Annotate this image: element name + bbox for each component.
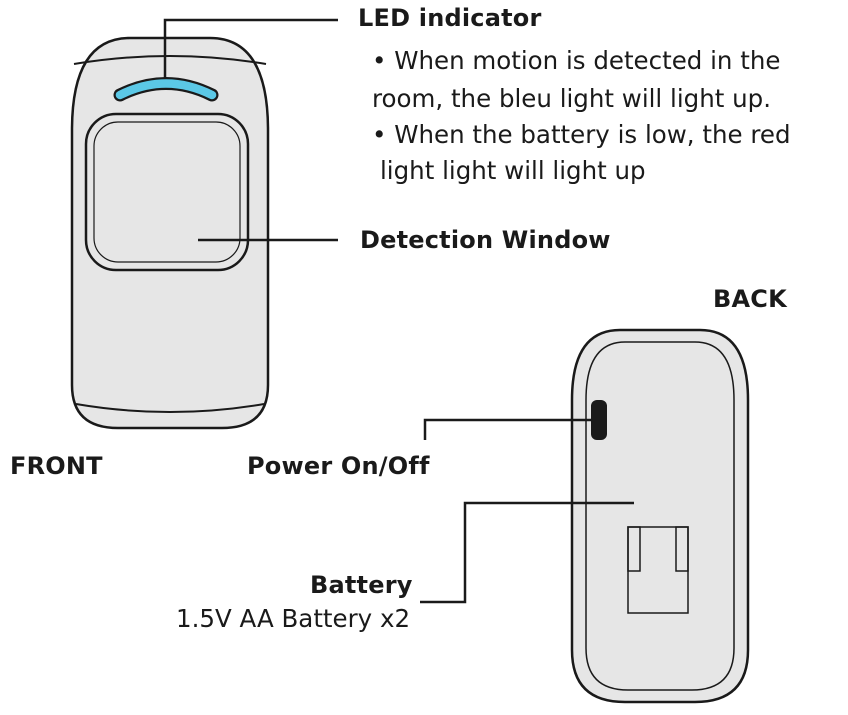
back-inner-panel: [585, 341, 735, 691]
led-note-line-1: • When motion is detected in the: [372, 46, 781, 75]
power-switch-label: Power On/Off: [247, 452, 430, 480]
front-device: [70, 36, 270, 430]
led-leader-line: [163, 18, 338, 78]
led-indicator-label: LED indicator: [358, 4, 542, 32]
front-bottom-band: [75, 403, 265, 413]
back-caption: BACK: [713, 285, 787, 313]
led-note-line-2: room, the bleu light will light up.: [372, 84, 771, 113]
front-caption: FRONT: [10, 452, 103, 480]
battery-leader-line: [420, 501, 634, 604]
back-device: [570, 328, 750, 704]
battery-cover: [627, 526, 689, 614]
detection-window: [84, 112, 250, 272]
front-top-band: [73, 55, 267, 65]
led-note-line-3: • When the battery is low, the red: [372, 120, 791, 149]
led-note-line-4: light light will light up: [380, 156, 646, 185]
detection-window-label: Detection Window: [360, 226, 611, 254]
power-leader-line: [423, 418, 599, 440]
battery-spec: 1.5V AA Battery x2: [176, 604, 411, 633]
battery-label: Battery: [310, 571, 413, 599]
